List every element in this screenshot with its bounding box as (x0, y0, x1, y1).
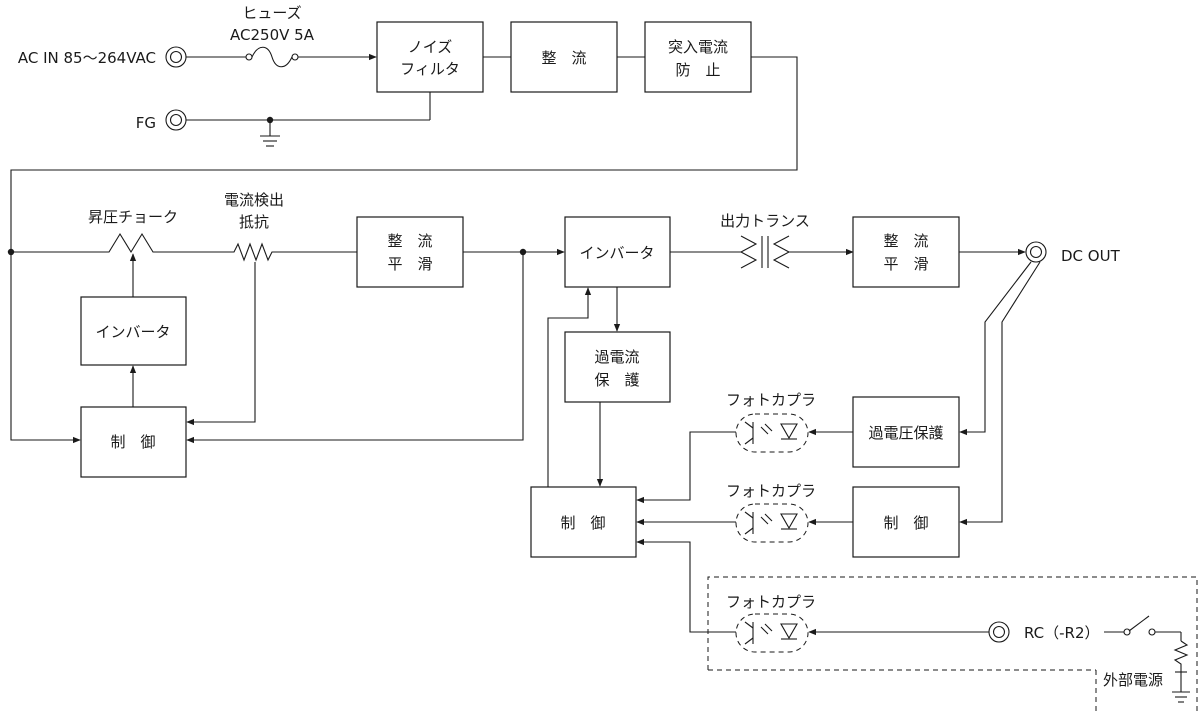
fuse-symbol (245, 46, 299, 68)
svg-text:突入電流: 突入電流 (668, 38, 728, 56)
output-transformer-label: 出力トランス (720, 212, 810, 230)
svg-text:過電流: 過電流 (594, 348, 639, 366)
photocoupler-icon-3 (735, 613, 809, 653)
external-power-resistor-icon (1173, 640, 1189, 672)
overvoltage-protection-block: 過電圧保護 (852, 396, 960, 468)
svg-text:整 流: 整 流 (387, 232, 432, 250)
external-power-label: 外部電源 (1103, 671, 1163, 689)
ac-in-label: AC IN 85～264VAC (18, 49, 156, 67)
dc-out-terminal (1025, 241, 1047, 263)
svg-text:整 流: 整 流 (541, 49, 586, 67)
photocoupler-label-1: フォトカプラ (726, 391, 816, 409)
overcurrent-protection-block: 過電流 保 護 (564, 331, 671, 403)
svg-text:制 御: 制 御 (110, 433, 155, 451)
current-detect-resistor-symbol (228, 242, 280, 262)
rectifier-block-1: 整 流 (510, 21, 618, 93)
svg-text:防 止: 防 止 (675, 61, 720, 79)
noise-filter-block: ノイズ フィルタ (376, 21, 484, 93)
inrush-protection-block: 突入電流 防 止 (644, 21, 752, 93)
rectifier-smoothing-block-2: 整 流 平 滑 (852, 216, 960, 288)
svg-text:平 滑: 平 滑 (387, 255, 432, 273)
control-block-2: 制 御 (530, 486, 637, 558)
current-detect-label: 電流検出 (224, 191, 284, 209)
switch-icon (1104, 615, 1182, 641)
ground-icon (260, 120, 280, 147)
rc-label: RC（-R2） (1024, 624, 1100, 642)
fuse-rating-label: AC250V 5A (230, 26, 315, 44)
rc-terminal (988, 621, 1010, 643)
fg-terminal (165, 109, 187, 131)
fg-label: FG (136, 114, 156, 132)
svg-text:整 流: 整 流 (883, 232, 928, 250)
photocoupler-label-2: フォトカプラ (726, 482, 816, 500)
svg-text:平 滑: 平 滑 (883, 255, 928, 273)
fuse-label: ヒューズ (242, 4, 301, 22)
dc-out-label: DC OUT (1061, 247, 1121, 265)
photocoupler-icon-1 (735, 413, 809, 453)
photocoupler-label-3: フォトカプラ (726, 593, 816, 611)
ground-icon-2 (1172, 671, 1190, 703)
control-block-1: 制 御 (80, 406, 187, 478)
ac-in-terminal (165, 46, 187, 68)
resistor-label: 抵抗 (239, 213, 269, 231)
svg-text:フィルタ: フィルタ (400, 60, 460, 78)
svg-text:制 御: 制 御 (560, 514, 605, 532)
svg-text:インバータ: インバータ (579, 244, 654, 262)
booster-inverter-block: インバータ (80, 296, 187, 366)
svg-text:保 護: 保 護 (594, 371, 639, 389)
control-block-3: 制 御 (852, 486, 960, 558)
main-inverter-block: インバータ (564, 216, 671, 288)
boost-choke-label: 昇圧チョーク (88, 208, 178, 226)
svg-text:ノイズ: ノイズ (408, 38, 453, 56)
svg-text:インバータ: インバータ (95, 323, 170, 341)
boost-choke-symbol (104, 232, 159, 254)
output-transformer-symbol (739, 235, 791, 269)
photocoupler-icon-2 (735, 503, 809, 543)
svg-text:制 御: 制 御 (883, 514, 928, 532)
svg-text:過電圧保護: 過電圧保護 (868, 424, 943, 442)
rectifier-smoothing-block-1: 整 流 平 滑 (356, 216, 464, 288)
